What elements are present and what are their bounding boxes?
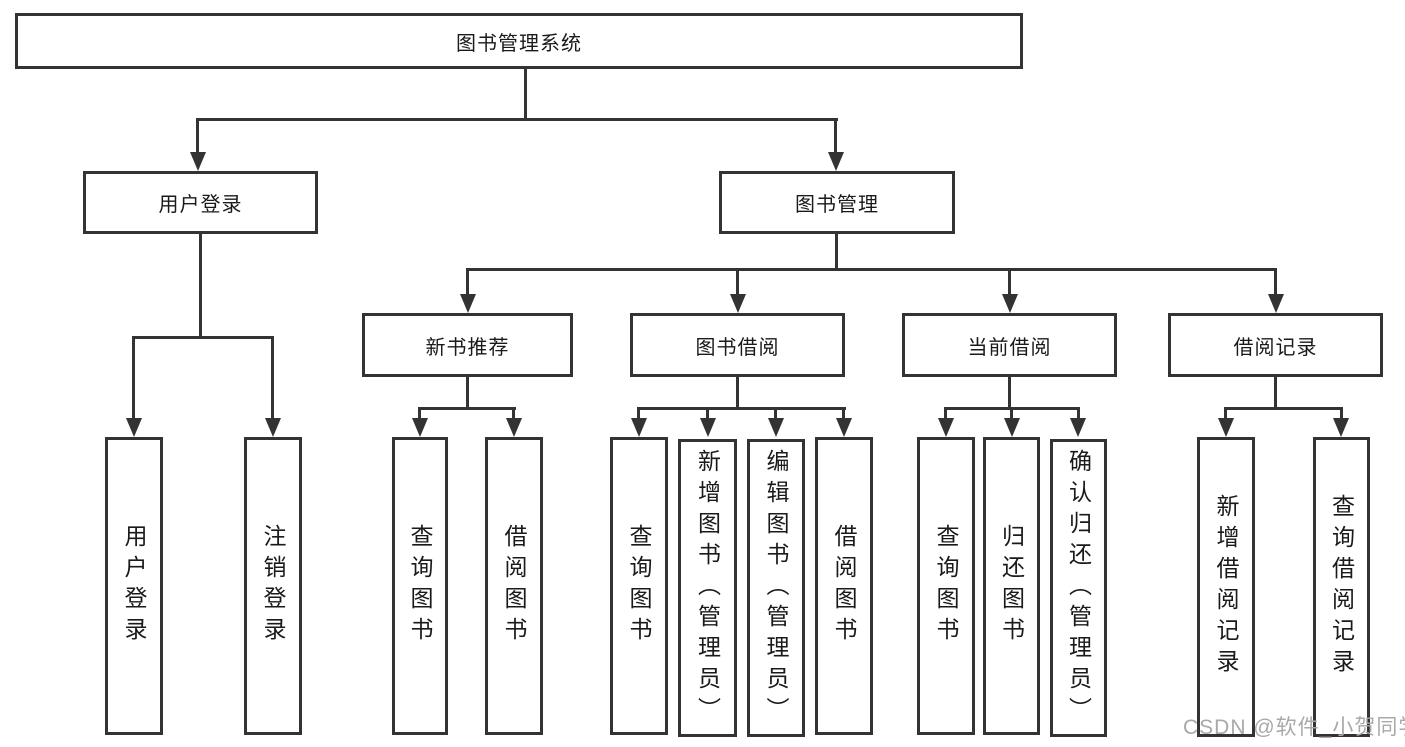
connector-line (637, 407, 846, 410)
arrowhead-icon (700, 418, 716, 437)
leaf-confirm-return-admin: 确认归还（管理员） (1050, 439, 1107, 737)
arrowhead-icon (836, 418, 852, 437)
arrowhead-icon (265, 418, 281, 437)
connector-line (466, 268, 469, 294)
connector-line (842, 407, 845, 419)
node-new-book-recommend: 新书推荐 (362, 313, 573, 377)
arrowhead-icon (1333, 418, 1349, 437)
arrowhead-icon (1002, 294, 1018, 313)
arrowhead-icon (506, 418, 522, 437)
connector-line (466, 377, 469, 407)
connector-line (1274, 377, 1277, 407)
leaf-return-books: 归还图书 (983, 437, 1040, 735)
node-borrow-records: 借阅记录 (1168, 313, 1383, 377)
connector-line (418, 407, 421, 419)
connector-line (133, 336, 274, 339)
arrowhead-icon (190, 152, 206, 171)
connector-line (736, 268, 739, 294)
connector-line (1224, 407, 1342, 410)
connector-line (199, 234, 202, 336)
connector-line (512, 407, 515, 419)
arrowhead-icon (460, 294, 476, 313)
arrowhead-icon (938, 418, 954, 437)
leaf-borrow-books-recommend: 借阅图书 (485, 437, 543, 735)
connector-line (834, 118, 837, 152)
leaf-query-books-borrow: 查询图书 (610, 437, 668, 735)
connector-line (944, 407, 947, 419)
node-book-management: 图书管理 (719, 171, 955, 234)
arrowhead-icon (1218, 418, 1234, 437)
connector-line (271, 336, 274, 418)
arrowhead-icon (1070, 418, 1086, 437)
arrowhead-icon (1004, 418, 1020, 437)
watermark-text: CSDN @软件_小贺同学 (1183, 716, 1405, 739)
node-book-borrow: 图书借阅 (630, 313, 845, 377)
leaf-query-books-recommend: 查询图书 (392, 437, 448, 735)
connector-line (524, 69, 527, 118)
leaf-borrow-books: 借阅图书 (815, 437, 873, 735)
connector-line (466, 268, 1277, 271)
arrowhead-icon (412, 418, 428, 437)
leaf-edit-books-admin: 编辑图书（管理员） (747, 439, 805, 737)
node-user-login: 用户登录 (83, 171, 318, 234)
arrowhead-icon (126, 418, 142, 437)
connector-line (1008, 377, 1011, 407)
connector-line (736, 377, 739, 407)
connector-line (132, 336, 135, 418)
leaf-query-borrow-record: 查询借阅记录 (1313, 437, 1370, 737)
connector-line (1340, 407, 1343, 419)
leaf-logout: 注销登录 (244, 437, 302, 735)
node-current-borrow: 当前借阅 (902, 313, 1117, 377)
connector-line (637, 407, 640, 419)
leaf-user-login: 用户登录 (105, 437, 163, 735)
connector-line (706, 407, 709, 419)
connector-line (1077, 407, 1080, 419)
arrowhead-icon (1268, 294, 1284, 313)
connector-line (1224, 407, 1227, 419)
connector-line (196, 118, 838, 121)
connector-line (835, 234, 838, 268)
arrowhead-icon (828, 152, 844, 171)
connector-line (196, 118, 199, 152)
node-library-system: 图书管理系统 (15, 13, 1023, 69)
connector-line (418, 407, 516, 410)
leaf-add-books-admin: 新增图书（管理员） (678, 439, 737, 737)
connector-line (774, 407, 777, 419)
arrowhead-icon (730, 294, 746, 313)
arrowhead-icon (768, 418, 784, 437)
leaf-query-books-current: 查询图书 (917, 437, 975, 735)
leaf-add-borrow-record: 新增借阅记录 (1197, 437, 1255, 737)
connector-line (1008, 268, 1011, 294)
arrowhead-icon (631, 418, 647, 437)
connector-line (1274, 268, 1277, 294)
connector-line (1010, 407, 1013, 419)
